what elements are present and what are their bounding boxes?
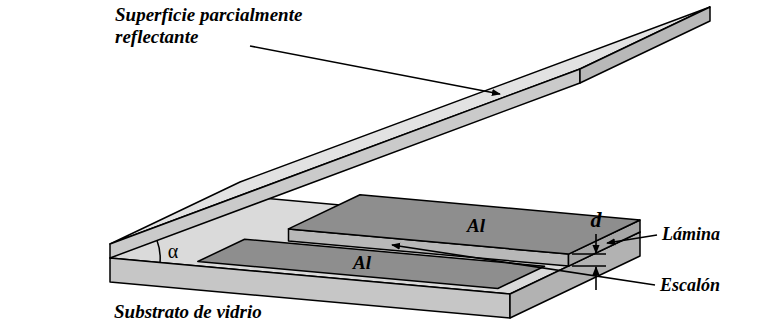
leader-line <box>392 245 655 285</box>
material-label: Al <box>353 252 371 274</box>
part-label: Escalón <box>660 275 720 296</box>
leader-line <box>250 46 500 94</box>
surface-label: Superficie parcialmente reflectante <box>115 4 350 48</box>
leader-line <box>607 235 657 243</box>
angle-arc <box>157 241 160 263</box>
lamina-aluminium <box>289 195 641 254</box>
plate-front <box>110 69 580 258</box>
dimension-tick <box>572 265 606 267</box>
dimension-arrow <box>595 234 597 253</box>
dimension-label: d <box>591 207 602 232</box>
dimension-tick <box>572 253 606 255</box>
plate-end <box>580 7 710 83</box>
plate-top <box>110 7 710 244</box>
dimension-arrow <box>595 267 597 290</box>
material-label: Al <box>467 215 485 237</box>
angle-label: α <box>168 240 178 263</box>
part-label: Lámina <box>662 224 720 245</box>
part-label: Substrato de vidrio <box>114 301 262 323</box>
